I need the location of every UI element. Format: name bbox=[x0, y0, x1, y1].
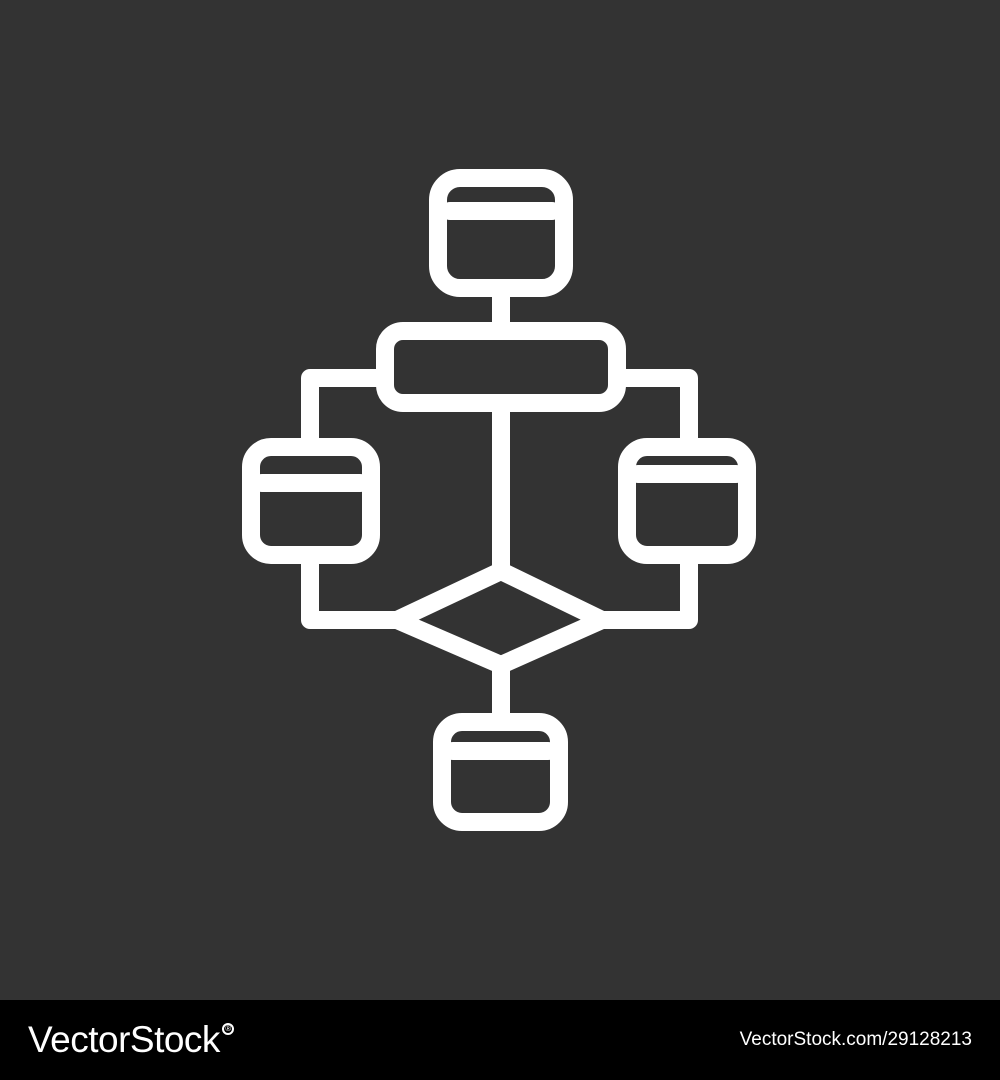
flowchart-icon bbox=[0, 0, 1000, 1000]
connector-right-upper bbox=[608, 369, 698, 456]
decision-diamond bbox=[388, 562, 611, 674]
stock-image-id: VectorStock.com/29128213 bbox=[739, 1029, 972, 1050]
watermark-footer: VectorStock® VectorStock.com/29128213 bbox=[0, 1000, 1000, 1080]
connector-left-lower bbox=[301, 546, 406, 629]
watermark-text: VectorStock bbox=[28, 1019, 220, 1060]
connector-right-lower bbox=[593, 546, 698, 629]
illustration-area bbox=[0, 0, 1000, 1000]
registered-mark: ® bbox=[221, 1023, 234, 1035]
bottom-process-box bbox=[433, 713, 568, 831]
vectorstock-logo: VectorStock® bbox=[28, 1014, 234, 1066]
connector-left-upper bbox=[301, 369, 394, 456]
